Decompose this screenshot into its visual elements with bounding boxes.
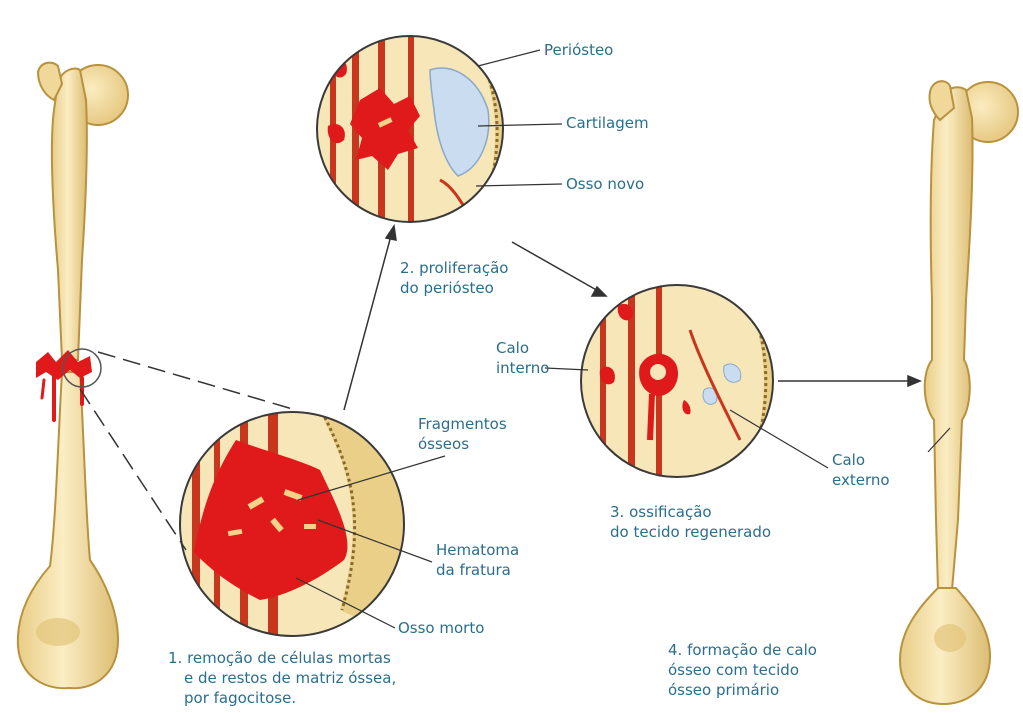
- caption-step1-line2: e de restos de matriz óssea,: [184, 668, 396, 688]
- label-hematoma-line2: da fratura: [436, 560, 511, 580]
- caption-step4-line1: 4. formação de calo: [668, 640, 817, 660]
- caption-step4-line2: ósseo com tecido: [668, 660, 799, 680]
- label-periosteo: Periósteo: [544, 40, 613, 60]
- label-fragmentos-line2: ósseos: [418, 434, 469, 454]
- caption-step1-line3: por fagocitose.: [184, 688, 296, 708]
- label-osso-morto: Osso morto: [398, 618, 484, 638]
- label-calo-externo-line1: Calo: [832, 450, 865, 470]
- caption-step4-line3: ósseo primário: [668, 680, 779, 700]
- label-cartilagem: Cartilagem: [566, 113, 649, 133]
- caption-step2-line1: 2. proliferação: [400, 258, 508, 278]
- label-osso-novo: Osso novo: [566, 174, 644, 194]
- label-calo-interno-line2: interno: [496, 358, 549, 378]
- label-fragmentos-line1: Fragmentos: [418, 414, 507, 434]
- zoom-circle-hematoma: [180, 412, 410, 642]
- caption-step3-line2: do tecido regenerado: [610, 522, 771, 542]
- label-calo-externo-line2: externo: [832, 470, 890, 490]
- label-calo-interno-line1: Calo: [496, 338, 529, 358]
- fractured-femur-left: [18, 63, 128, 689]
- label-hematoma-line1: Hematoma: [436, 540, 519, 560]
- caption-step1-line1: 1. remoção de células mortas: [168, 648, 391, 668]
- zoom-circle-periosteum: [317, 36, 507, 226]
- caption-step2-line2: do periósteo: [400, 278, 494, 298]
- caption-step3-line1: 3. ossificação: [610, 502, 712, 522]
- zoom-circle-ossification: [581, 285, 773, 477]
- healed-femur-right: [900, 81, 1018, 704]
